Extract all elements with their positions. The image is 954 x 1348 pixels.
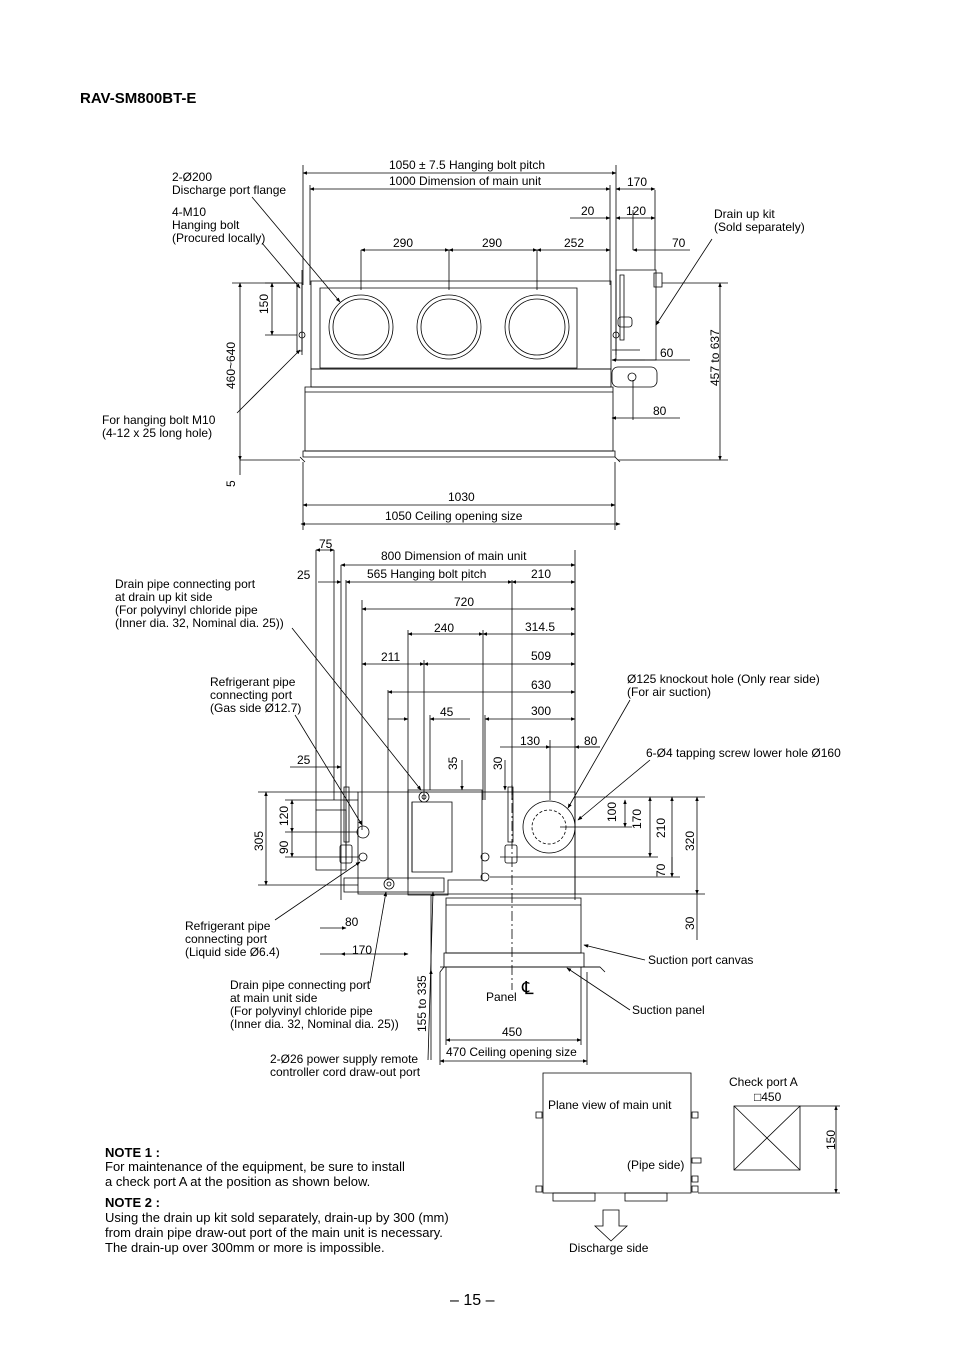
dim-35: 35: [446, 756, 460, 770]
top-view-unit: [232, 165, 728, 530]
dim-bolt-pitch-1050: 1050 ± 7.5 Hanging bolt pitch: [389, 158, 546, 172]
dim-170-h: 170: [352, 943, 373, 957]
dim-60: 60: [660, 346, 674, 360]
label-discharge-side: Discharge side: [569, 1241, 649, 1255]
dim-30-b: 30: [683, 916, 697, 930]
dim-252: 252: [564, 236, 585, 250]
label-panel: Panel: [486, 990, 517, 1004]
dim-155-335: 155 to 335: [415, 975, 429, 1032]
dim-150-v: 150: [257, 293, 271, 314]
note1-title: NOTE 1 :: [105, 1145, 160, 1160]
dim-120-v: 120: [277, 805, 291, 826]
label-pipe-side: (Pipe side): [627, 1158, 685, 1172]
label-discharge-flange: 2-Ø200 Discharge port flange: [172, 170, 287, 197]
dim-75: 75: [319, 537, 333, 551]
label-hanging-bolt: 4-M10 Hanging bolt (Procured locally): [172, 205, 266, 245]
dim-80: 80: [653, 404, 667, 418]
centerline-symbol: ℄: [522, 978, 534, 998]
label-knockout: Ø125 knockout hole (Only rear side) (For…: [627, 672, 820, 699]
label-drain-kit-side: Drain pipe connecting port at drain up k…: [115, 577, 284, 630]
dim-565: 565 Hanging bolt pitch: [367, 567, 487, 581]
dim-720: 720: [454, 595, 475, 609]
dim-170: 170: [627, 175, 648, 189]
label-tapping: 6-Ø4 tapping screw lower hole Ø160: [646, 746, 841, 760]
label-plan-view: Plane view of main unit: [548, 1098, 672, 1112]
label-suction-panel: Suction panel: [632, 1003, 705, 1017]
dim-25-b: 25: [297, 753, 311, 767]
dim-1030: 1030: [448, 490, 475, 504]
dim-main-unit-1000: 1000 Dimension of main unit: [389, 174, 542, 188]
label-ref-gas: Refrigerant pipe connecting port (Gas si…: [210, 675, 302, 715]
dim-210-v: 210: [654, 817, 668, 838]
label-suction-canvas: Suction port canvas: [648, 953, 754, 967]
dim-290-a: 290: [393, 236, 414, 250]
label-check-port: Check port A: [729, 1075, 798, 1089]
dim-80-b: 80: [345, 915, 359, 929]
dim-630: 630: [531, 678, 552, 692]
dim-120: 120: [626, 204, 647, 218]
dim-25-a: 25: [297, 568, 311, 582]
dim-290-b: 290: [482, 236, 503, 250]
dim-320: 320: [683, 830, 697, 851]
side-view-unit: [258, 548, 705, 1065]
dim-90: 90: [277, 840, 291, 854]
dim-470-ceiling: 470 Ceiling opening size: [446, 1045, 577, 1059]
dim-150-plan: 150: [824, 1129, 838, 1150]
dim-240: 240: [434, 621, 455, 635]
dim-80-a: 80: [584, 734, 598, 748]
page-number: – 15 –: [450, 1292, 495, 1309]
dim-ceiling-1050: 1050 Ceiling opening size: [385, 509, 523, 523]
dim-100: 100: [605, 801, 619, 822]
dim-457-637: 457 to 637: [708, 329, 722, 386]
dim-509: 509: [531, 649, 552, 663]
dim-45: 45: [440, 705, 454, 719]
dim-305: 305: [252, 830, 266, 851]
dim-460-640: 460~640: [224, 341, 238, 389]
dim-70: 70: [672, 236, 686, 250]
plan-view-unit: [536, 1073, 840, 1241]
dim-170-v: 170: [630, 808, 644, 829]
dim-130: 130: [520, 734, 541, 748]
note1-text: For maintenance of the equipment, be sur…: [105, 1159, 405, 1189]
label-drain-main-side: Drain pipe connecting port at main unit …: [230, 978, 399, 1031]
dim-30-a: 30: [491, 756, 505, 770]
dim-211: 211: [381, 650, 401, 664]
label-check-size: □450: [754, 1090, 782, 1104]
dim-20: 20: [581, 204, 595, 218]
dim-300: 300: [531, 704, 552, 718]
dim-450: 450: [502, 1025, 523, 1039]
label-drain-up-kit: Drain up kit (Sold separately): [714, 207, 805, 234]
dim-5: 5: [224, 480, 238, 487]
dim-210: 210: [531, 567, 552, 581]
dim-800: 800 Dimension of main unit: [381, 549, 527, 563]
dim-314-5: 314.5: [525, 620, 556, 634]
label-hanging-hole: For hanging bolt M10 (4-12 x 25 long hol…: [102, 413, 216, 440]
note2-text: Using the drain up kit sold separately, …: [105, 1210, 449, 1255]
label-power-cord: 2-Ø26 power supply remote controller cor…: [270, 1052, 421, 1079]
model-title: RAV-SM800BT-E: [80, 90, 197, 107]
label-ref-liquid: Refrigerant pipe connecting port (Liquid…: [185, 919, 280, 959]
dim-70-v: 70: [654, 863, 668, 877]
note2-title: NOTE 2 :: [105, 1195, 160, 1210]
